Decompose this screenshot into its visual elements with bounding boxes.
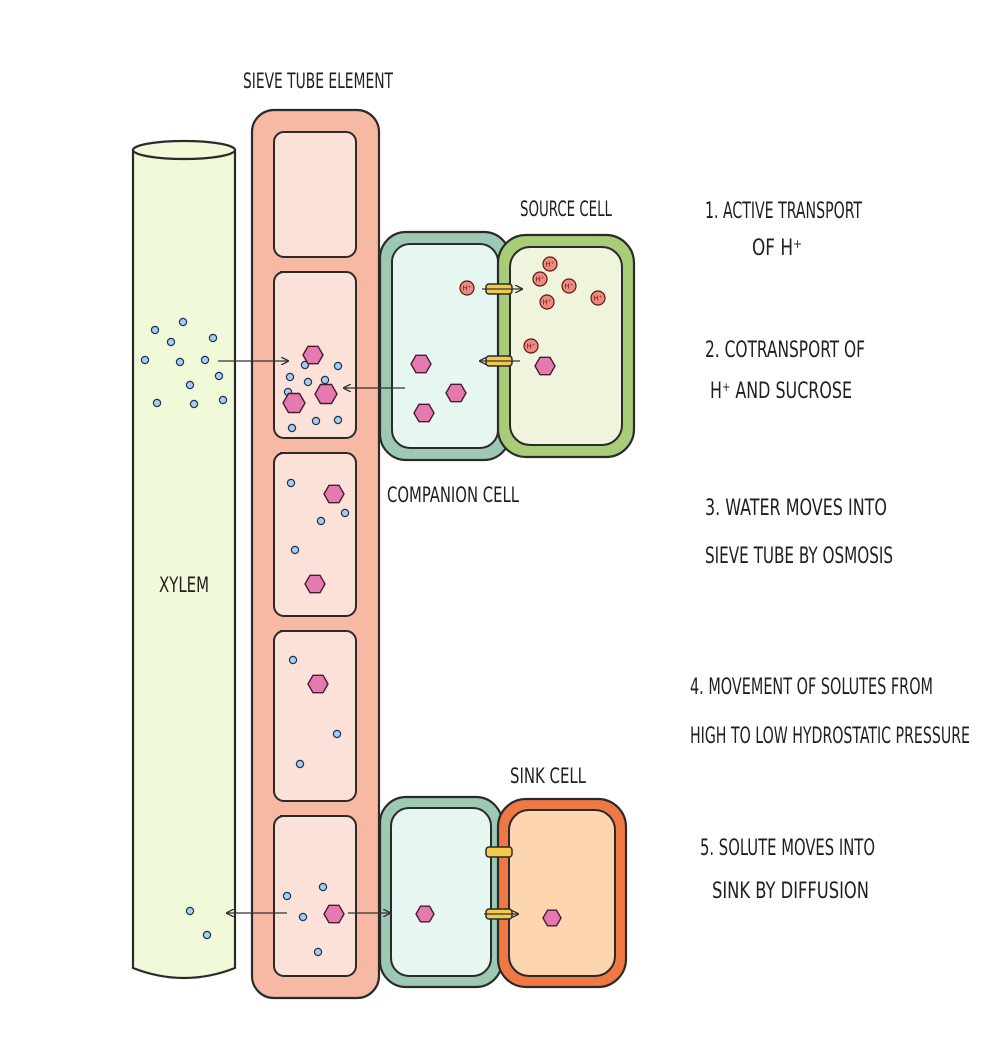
step-2-line-1: 2. COTRANSPORT OF: [705, 338, 865, 363]
water-molecule-4: [166, 337, 176, 347]
sucrose-molecule-13: [542, 909, 562, 927]
water-molecules: [140, 317, 350, 957]
water-molecule-30: [318, 882, 328, 892]
hydrogen-ion-6: H⁺: [590, 290, 606, 306]
water-molecule-5: [140, 355, 150, 365]
hydrogen-ion-label: H⁺: [536, 276, 545, 284]
hydrogen-ion-label: H⁺: [594, 295, 603, 303]
label-companion-cell: COMPANION CELL: [387, 483, 519, 507]
sieve-tube-compartment-1: [273, 131, 357, 258]
water-molecule-25: [290, 545, 300, 555]
step-3-line-1: 3. WATER MOVES INTO: [705, 496, 887, 521]
hydrogen-ion-7: H⁺: [523, 338, 539, 354]
sieve-tube-element: [250, 108, 381, 1000]
water-molecule-16: [303, 377, 313, 387]
water-molecule-29: [282, 891, 292, 901]
water-molecule-11: [189, 399, 199, 409]
hydrogen-ions: H⁺H⁺H⁺H⁺H⁺H⁺H⁺: [459, 256, 606, 354]
label-xylem: XYLEM: [159, 573, 209, 597]
source-cell: [496, 233, 636, 459]
sucrose-molecules: [282, 345, 562, 927]
sieve-tube-compartment-4: [273, 630, 357, 802]
water-molecule-22: [286, 478, 296, 488]
step-3-line-2: SIEVE TUBE BY OSMOSIS: [705, 544, 893, 569]
step-1-line-1: 1. ACTIVE TRANSPORT: [705, 199, 863, 224]
step-4-line-2: HIGH TO LOW HYDROSTATIC PRESSURE: [690, 724, 970, 749]
water-molecule-24: [316, 516, 326, 526]
water-molecule-26: [288, 655, 298, 665]
sucrose-molecule-4: [410, 354, 432, 374]
water-molecule-33: [185, 906, 195, 916]
sucrose-molecule-6: [413, 403, 435, 423]
water-molecule-14: [333, 361, 343, 371]
hydrogen-ion-label: H⁺: [543, 299, 552, 307]
sucrose-molecule-11: [323, 904, 345, 924]
hydrogen-ion-5: H⁺: [539, 294, 555, 310]
transport-arrows: [218, 289, 522, 914]
water-molecule-2: [178, 317, 188, 327]
water-molecule-6: [200, 355, 210, 365]
step-1: 1. ACTIVE TRANSPORT OF H⁺: [705, 199, 863, 261]
xylem-vessel: [131, 139, 237, 980]
hydrogen-ion-1: H⁺: [459, 280, 475, 296]
hydrogen-ion-label: H⁺: [463, 285, 472, 293]
water-molecule-12: [218, 395, 228, 405]
sucrose-molecule-7: [534, 356, 556, 376]
step-4-line-1: 4. MOVEMENT OF SOLUTES FROM: [690, 675, 933, 700]
step-2-line-2: H⁺ AND SUCROSE: [710, 379, 852, 404]
step-5-line-1: 5. SOLUTE MOVES INTO: [700, 836, 875, 861]
water-molecule-1: [150, 325, 160, 335]
sucrose-molecule-5: [445, 383, 467, 403]
water-molecule-20: [311, 416, 321, 426]
water-molecule-7: [175, 357, 185, 367]
water-molecule-28: [295, 759, 305, 769]
step-5: 5. SOLUTE MOVES INTO SINK BY DIFFUSION: [700, 836, 875, 904]
step-4: 4. MOVEMENT OF SOLUTES FROM HIGH TO LOW …: [690, 675, 970, 749]
label-source-cell: SOURCE CELL: [520, 197, 612, 221]
sink-cell: [496, 797, 628, 989]
step-3: 3. WATER MOVES INTO SIEVE TUBE BY OSMOSI…: [705, 496, 893, 569]
water-molecule-27: [332, 729, 342, 739]
hydrogen-ion-3: H⁺: [542, 256, 558, 272]
step-1-line-2: OF H⁺: [752, 236, 802, 261]
companion-cell-source: [378, 230, 512, 462]
sucrose-molecule-12: [415, 905, 435, 923]
label-sieve-tube-element: SIEVE TUBE ELEMENT: [243, 69, 393, 93]
water-molecule-8: [214, 371, 224, 381]
sieve-tube-compartment-5: [273, 815, 357, 977]
sucrose-molecule-2: [282, 392, 306, 414]
hydrogen-ion-4: H⁺: [561, 278, 577, 294]
step-2: 2. COTRANSPORT OF H⁺ AND SUCROSE: [705, 338, 865, 404]
water-molecule-15: [285, 372, 295, 382]
water-molecule-10: [152, 398, 162, 408]
sucrose-molecule-9: [304, 574, 326, 594]
sucrose-molecule-10: [307, 674, 329, 694]
water-molecule-32: [313, 947, 323, 957]
water-molecule-31: [298, 912, 308, 922]
sucrose-molecule-1: [302, 345, 324, 365]
water-molecule-13: [300, 360, 310, 370]
sink-channel-upper: [485, 846, 513, 858]
hydrogen-ion-label: H⁺: [546, 261, 555, 269]
water-molecule-19: [287, 423, 297, 433]
water-molecule-23: [340, 508, 350, 518]
step-5-line-2: SINK BY DIFFUSION: [712, 879, 869, 904]
water-molecule-34: [202, 930, 212, 940]
hydrogen-ion-2: H⁺: [532, 271, 548, 287]
label-sink-cell: SINK CELL: [510, 764, 586, 788]
water-molecule-17: [320, 375, 330, 385]
hydrogen-ion-label: H⁺: [527, 343, 536, 351]
sucrose-molecule-3: [314, 383, 338, 405]
water-molecule-9: [185, 380, 195, 390]
companion-cell-sink: [378, 795, 504, 989]
sucrose-molecule-8: [323, 484, 345, 504]
water-molecule-21: [333, 415, 343, 425]
hydrogen-ion-label: H⁺: [565, 283, 574, 291]
water-molecule-3: [208, 333, 218, 343]
